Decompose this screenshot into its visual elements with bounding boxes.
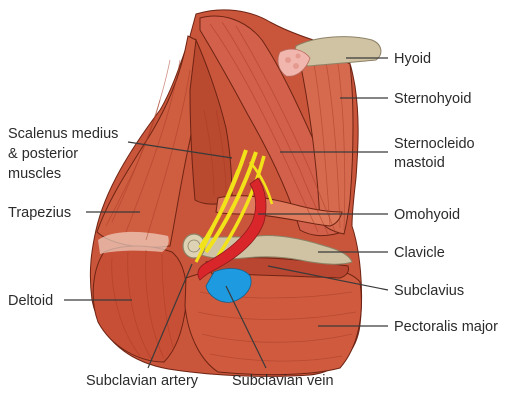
label-pectoralis-major: Pectoralis major — [394, 319, 498, 335]
label-subclavian-artery: Subclavian artery — [86, 373, 199, 389]
label-hyoid: Hyoid — [394, 51, 431, 67]
shoulder-fascia — [98, 232, 169, 254]
label-sternohyoid: Sternohyoid — [394, 91, 471, 107]
label-sternocleidomastoid-line2: mastoid — [394, 155, 445, 171]
label-subclavius: Subclavius — [394, 283, 464, 299]
label-scalenus-line1: Scalenus medius — [8, 126, 118, 142]
label-scalenus-line2: & posterior — [8, 146, 78, 162]
label-trapezius: Trapezius — [8, 205, 71, 221]
label-scalenus-line3: muscles — [8, 166, 61, 182]
label-omohyoid: Omohyoid — [394, 207, 460, 223]
label-sternocleidomastoid-line1: Sternocleido — [394, 136, 475, 152]
label-deltoid: Deltoid — [8, 293, 53, 309]
label-clavicle: Clavicle — [394, 245, 445, 261]
label-subclavian-vein: Subclavian vein — [232, 373, 334, 389]
